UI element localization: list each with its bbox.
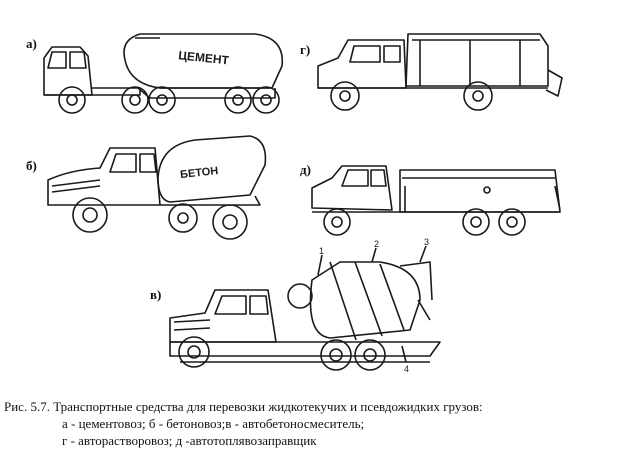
panel-label-d: д) [300,162,311,177]
cement-truck-drawing [43,33,284,114]
cement-tank-text: ЦЕМЕНТ [178,48,231,67]
mortar-truck-drawing [317,33,563,111]
panel-label-b: б) [26,158,37,173]
concrete-tank-text: БЕТОН [180,165,219,181]
mixer-number-2: 2 [374,239,379,249]
caption-line-3: г - авторастворовоз; д -автотоплявозапра… [62,433,317,448]
panel-label-v: в) [150,287,162,302]
figure-caption: Рис. 5.7. Транспортные средства для пере… [4,398,619,449]
truck-mixer-drawing [169,245,441,371]
mixer-number-3: 3 [424,237,429,247]
mixer-number-1: 1 [319,246,324,256]
vehicles-drawing: ЦЕМЕНТ БЕТОН 1 2 3 4 [43,33,563,374]
figure: ЦЕМЕНТ БЕТОН 1 2 3 4 а) г) б) д) в) [26,33,563,374]
fuel-tanker-drawing [311,165,561,236]
panel-label-a: а) [26,36,37,51]
caption-line-2: а - цементовоз; б - бетоновоз;в - автобе… [62,416,365,431]
panel-label-g: г) [300,42,311,57]
concrete-truck-drawing [47,135,267,240]
caption-line-1: Рис. 5.7. Транспортные средства для пере… [4,399,483,414]
mixer-number-4: 4 [404,364,409,374]
